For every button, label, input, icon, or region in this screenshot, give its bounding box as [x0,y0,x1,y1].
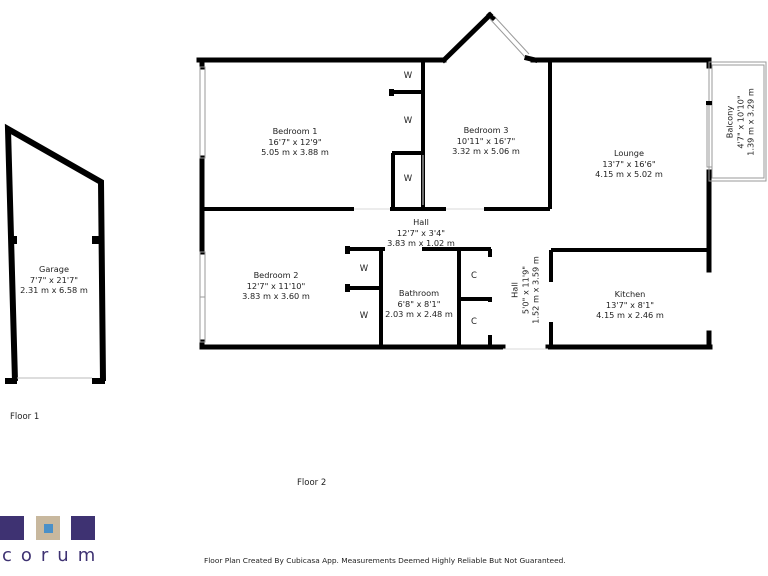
balcony-outline [706,61,767,182]
room-label-bedroom-1: Bedroom 1 16'7" x 12'9" 5.05 m x 3.88 m [261,126,329,158]
floor-1-label: Floor 1 [10,412,40,422]
room-label-hall: Hall 12'7" x 3'4" 3.83 m x 1.02 m [387,217,455,249]
room-dims-metric: 2.03 m x 2.48 m [385,309,453,319]
logo-square-right [71,516,95,540]
room-name: Bedroom 2 [253,270,299,280]
room-dims-imperial: 13'7" x 8'1" [605,299,655,310]
room-dims-metric: 3.83 m x 3.60 m [242,291,310,301]
room-dims-metric: 4.15 m x 2.46 m [596,310,664,320]
room-dims-imperial: 13'7" x 16'6" [602,158,656,169]
room-dims-metric: 2.31 m x 6.58 m [20,285,88,295]
disclaimer-text: Floor Plan Created By Cubicasa App. Meas… [204,556,566,565]
wardrobe-label: W [403,174,413,184]
room-name: Lounge [613,148,645,158]
room-name: Garage [39,264,69,274]
garage-walls [4,123,106,384]
room-dims-metric: 1.39 m x 3.29 m [745,88,756,156]
logo-square-middle [36,516,60,540]
room-dims-imperial: 5'0" x 11'9" [519,265,530,315]
room-dims-imperial: 10'11" x 16'7" [456,135,516,146]
room-dims-imperial: 6'8" x 8'1" [397,298,441,309]
room-dims-imperial: 12'7" x 11'10" [246,280,306,291]
room-dims-imperial: 12'7" x 3'4" [396,227,446,238]
room-dims-metric: 5.05 m x 3.88 m [261,147,329,157]
room-label-lounge: Lounge 13'7" x 16'6" 4.15 m x 5.02 m [595,148,663,180]
room-dims-metric: 3.83 m x 1.02 m [387,238,455,248]
wardrobe-label: W [403,71,413,81]
room-label-hall-2: Hall 5'0" x 11'9" 1.52 m x 3.59 m [509,256,541,324]
room-dims-imperial: 16'7" x 12'9" [268,136,322,147]
left-windows [199,66,206,343]
floor-2-label: Floor 2 [297,478,327,488]
logo-wordmark: corum [2,545,105,566]
room-label-bedroom-2: Bedroom 2 12'7" x 11'10" 3.83 m x 3.60 m [242,270,310,302]
bay-window [489,15,530,58]
cupboard-label: C [471,317,477,327]
room-label-kitchen: Kitchen 13'7" x 8'1" 4.15 m x 2.46 m [596,289,664,321]
room-label-garage: Garage 7'7" x 21'7" 2.31 m x 6.58 m [20,264,88,296]
room-dims-imperial: 4'7" x 10'10" [734,95,745,149]
room-label-balcony: Balcony 4'7" x 10'10" 1.39 m x 3.29 m [724,88,756,156]
wardrobe-label: W [359,264,369,274]
room-name: Hall [509,282,520,298]
room-dims-imperial: 7'7" x 21'7" [29,274,79,285]
room-dims-metric: 4.15 m x 5.02 m [595,169,663,179]
wardrobe-label: W [403,116,413,126]
room-label-bathroom: Bathroom 6'8" x 8'1" 2.03 m x 2.48 m [385,288,453,320]
cupboard-label: C [471,271,477,281]
room-name: Balcony [724,105,735,139]
interior-walls [202,60,709,347]
room-name: Bathroom [398,288,440,298]
room-label-bedroom-3: Bedroom 3 10'11" x 16'7" 3.32 m x 5.06 m [452,125,520,157]
logo-square-left [0,516,24,540]
room-name: Bedroom 1 [272,126,318,136]
room-dims-metric: 1.52 m x 3.59 m [530,256,541,324]
room-name: Bedroom 3 [463,125,509,135]
room-name: Hall [413,217,429,227]
room-name: Kitchen [614,289,646,299]
wardrobe-label: W [359,311,369,321]
room-dims-metric: 3.32 m x 5.06 m [452,146,520,156]
